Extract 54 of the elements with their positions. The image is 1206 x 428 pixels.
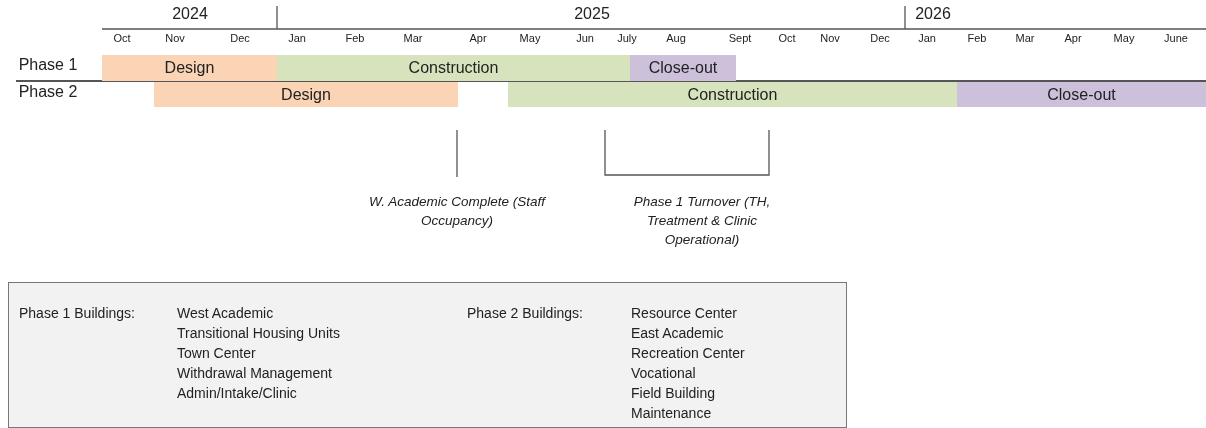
year-label: 2025 [574, 5, 610, 23]
milestone-note: Phase 1 Turnover (TH, Treatment & Clinic Operational) [632, 193, 772, 249]
month-label: May [519, 32, 541, 44]
list-item: Recreation Center [631, 345, 745, 362]
list-heading: Phase 1 Buildings: [19, 305, 135, 322]
bar-label: Construction [408, 59, 499, 77]
gantt-bar [508, 82, 957, 107]
list-item: Town Center [177, 345, 256, 362]
month-label: Nov [820, 32, 840, 44]
gantt-bar [154, 82, 458, 107]
month-label: Apr [1064, 32, 1082, 44]
month-label: Jan [288, 32, 306, 44]
bar-label: Design [281, 85, 331, 104]
buildings-panel [8, 282, 847, 428]
month-label: Feb [345, 32, 365, 44]
list-item: Resource Center [631, 305, 737, 322]
list-item: West Academic [177, 305, 274, 322]
month-label: Jan [918, 32, 936, 44]
month-label: Jun [576, 32, 594, 44]
list-item: Transitional Housing Units [177, 325, 340, 342]
list-item: Admin/Intake/Clinic [177, 385, 297, 402]
month-label: Dec [870, 32, 890, 44]
gantt-bar [277, 55, 630, 81]
gantt-bar [102, 55, 277, 81]
list-item: East Academic [631, 325, 724, 342]
month-label: Oct [113, 32, 131, 44]
month-label: Mar [403, 32, 423, 44]
month-label: July [617, 32, 637, 44]
month-label: Aug [666, 32, 686, 44]
row-label: Phase 2 [18, 83, 78, 101]
bar-label: Design [164, 59, 215, 77]
month-label: May [1113, 32, 1135, 44]
list-item: Field Building [631, 385, 716, 402]
gantt-bar [630, 55, 736, 81]
list-item: Vocational [631, 365, 696, 382]
month-label: Mar [1015, 32, 1035, 44]
month-label: Sept [728, 32, 752, 44]
list-item: Maintenance [631, 405, 712, 422]
bar-label: Close-out [1047, 85, 1116, 104]
month-label: Nov [165, 32, 185, 44]
month-label: Dec [230, 32, 250, 44]
month-label: Feb [967, 32, 987, 44]
gantt-bar [957, 82, 1206, 107]
milestone-note: W. Academic Complete (Staff Occupancy) [367, 193, 547, 230]
bar-label: Construction [687, 85, 778, 104]
year-label: 2026 [915, 5, 951, 23]
month-label: Oct [778, 32, 796, 44]
list-heading: Phase 2 Buildings: [467, 305, 583, 322]
bar-label: Close-out [648, 59, 718, 77]
year-label: 2024 [172, 5, 208, 23]
list-item: Withdrawal Management [177, 365, 332, 382]
row-label: Phase 1 [18, 56, 78, 74]
month-label: Apr [469, 32, 487, 44]
month-label: June [1164, 32, 1188, 44]
